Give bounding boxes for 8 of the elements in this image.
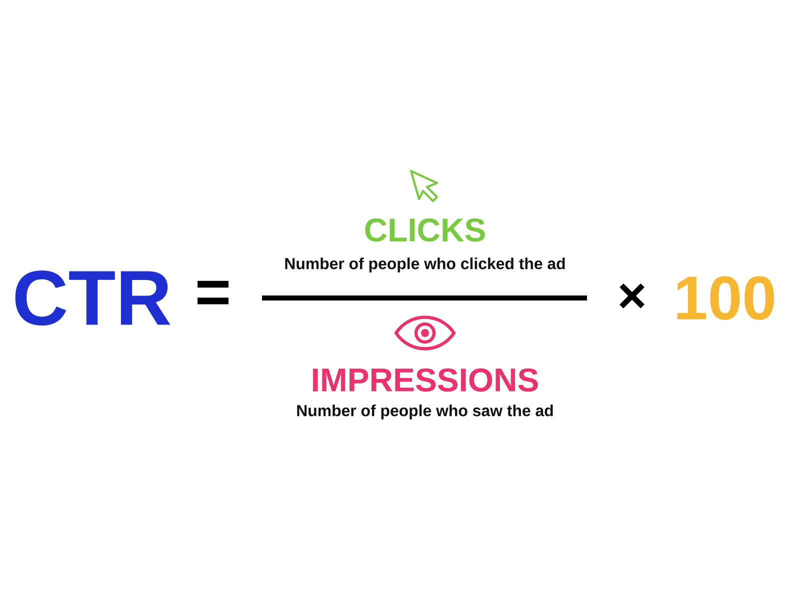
denominator-description: Number of people who saw the ad xyxy=(297,404,553,420)
numerator-term: CLICKS xyxy=(365,218,485,242)
multiplier-number: 100 xyxy=(677,276,774,320)
multiply-sign: × xyxy=(620,283,644,308)
formula-term: CTR xyxy=(15,270,170,326)
numerator-description: Number of people who clicked the ad xyxy=(285,258,565,272)
denominator-term: IMPRESSIONS xyxy=(313,368,538,392)
equals-sign: = xyxy=(198,280,228,304)
